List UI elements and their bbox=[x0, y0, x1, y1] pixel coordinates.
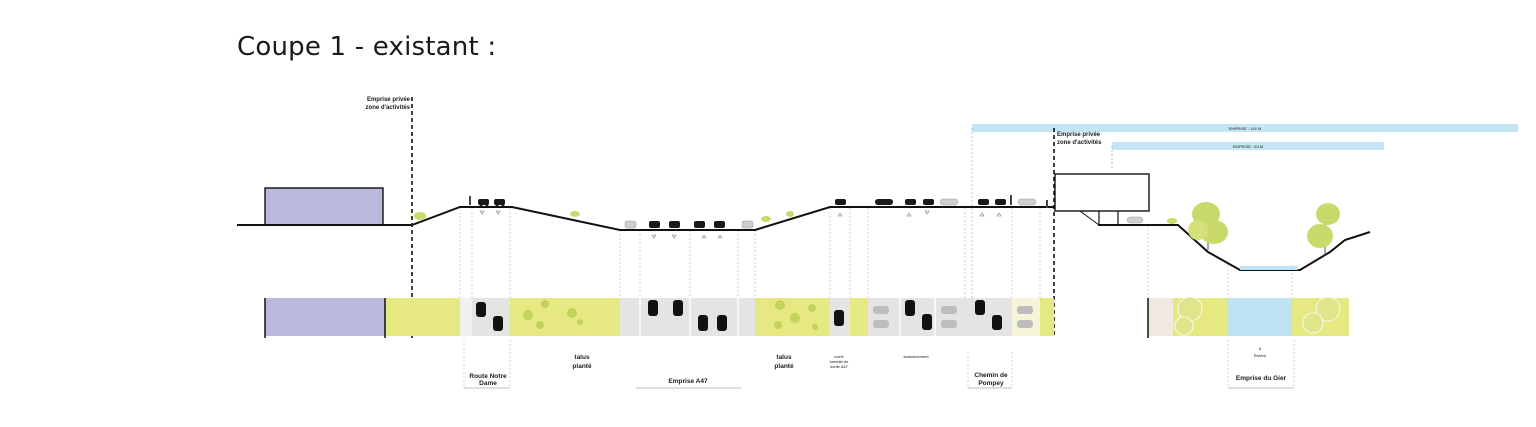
shrub-icon bbox=[414, 212, 426, 220]
car-top-icon bbox=[493, 316, 503, 331]
section-markers bbox=[479, 210, 1002, 239]
car-top-icon bbox=[975, 300, 985, 315]
car-icon bbox=[875, 199, 893, 205]
car-icon bbox=[669, 221, 680, 228]
shrub-icon bbox=[786, 211, 794, 217]
talus-1-label-2: planté bbox=[572, 363, 592, 370]
plan-cars bbox=[476, 300, 1002, 331]
car-top-icon bbox=[834, 310, 844, 326]
property-limit-left: Emprise privée zone d'activités bbox=[366, 97, 413, 338]
plan-sidewalk bbox=[460, 298, 472, 336]
car-icon bbox=[494, 199, 505, 207]
section-vehicles-parked bbox=[624, 198, 1144, 229]
car-top-icon bbox=[648, 300, 658, 316]
page-title: Coupe 1 - existant : bbox=[237, 32, 497, 62]
car-icon bbox=[714, 221, 725, 228]
car-icon bbox=[741, 220, 754, 229]
voirie-label-3: sortie A47 bbox=[830, 364, 849, 369]
pedestrian-icon bbox=[469, 196, 471, 205]
bottom-labels: Route Notre Dame talus planté Emprise A4… bbox=[463, 340, 1295, 389]
car-top-icon bbox=[717, 315, 727, 331]
section-trees bbox=[1188, 202, 1340, 255]
plan-chemin-pompey bbox=[965, 298, 1012, 336]
pedestrian-icon bbox=[1010, 195, 1012, 205]
plan-strip bbox=[264, 296, 1349, 338]
car-icon bbox=[905, 199, 916, 205]
emprise-privee-1-line2: zone d'activités bbox=[366, 105, 411, 111]
plan-vegetation bbox=[523, 300, 818, 330]
emprise-privee-2-line2: zone d'activités bbox=[1057, 140, 1102, 146]
car-icon bbox=[939, 198, 959, 206]
voirie-label-2: bretelle de bbox=[830, 359, 849, 364]
car-icon bbox=[624, 220, 637, 229]
car-icon bbox=[1126, 216, 1144, 224]
emprise-privee-2-line1: Emprise privée bbox=[1057, 132, 1101, 138]
property-limit-right: Emprise privée zone d'activités bbox=[1053, 128, 1102, 338]
pedestrian-icon bbox=[1046, 200, 1048, 208]
plan-river bbox=[1228, 298, 1292, 336]
talus-2-label-1: talus bbox=[776, 354, 792, 361]
shrub-icon bbox=[1167, 218, 1177, 224]
talus-1-label-1: talus bbox=[574, 354, 590, 361]
talus-2-label-2: planté bbox=[774, 363, 794, 370]
car-icon bbox=[835, 199, 846, 205]
car-icon bbox=[1017, 198, 1037, 206]
pedestrian-icons bbox=[469, 195, 1048, 208]
emprise-a47-label: Emprise A47 bbox=[668, 378, 708, 385]
emprise-gier-label: Emprise du Gier bbox=[1236, 375, 1287, 382]
car-icon bbox=[995, 199, 1006, 205]
emprise-bar-2-label: EMPRISE : 63 M bbox=[1233, 144, 1263, 149]
car-top-icon bbox=[1017, 320, 1033, 328]
chemin-pompey-label-1: Chemin de bbox=[974, 372, 1008, 379]
plan-bank-1 bbox=[1148, 298, 1173, 336]
emprise-band-2: EMPRISE : 63 M bbox=[1111, 142, 1384, 170]
chemin-pompey-label-2: Pompey bbox=[978, 380, 1004, 387]
shrub-icon bbox=[570, 211, 580, 217]
car-top-icon bbox=[673, 300, 683, 316]
car-icon bbox=[478, 199, 489, 207]
riviere-code: 8 bbox=[1259, 346, 1262, 351]
section-shrubs bbox=[414, 211, 1177, 224]
emprise-band-1: EMPRISE : 144 M bbox=[971, 124, 1518, 300]
car-icon bbox=[978, 199, 989, 205]
building-right-section bbox=[1054, 173, 1150, 226]
car-icon bbox=[694, 221, 705, 228]
car-top-icon bbox=[1017, 306, 1033, 314]
car-top-icon bbox=[476, 302, 486, 317]
plan-tree-canopies bbox=[1174, 296, 1341, 336]
car-top-icon bbox=[873, 306, 889, 314]
building-left-section bbox=[264, 187, 384, 226]
shrub-icon bbox=[761, 216, 771, 222]
plan-planted-3 bbox=[1040, 298, 1054, 336]
emprise-bar-1-label: EMPRISE : 144 M bbox=[1229, 126, 1261, 131]
plan-parking-2 bbox=[1012, 298, 1040, 336]
car-icon bbox=[649, 221, 660, 228]
plan-stationnement bbox=[868, 298, 965, 336]
car-top-icon bbox=[698, 315, 708, 331]
route-notre-dame-label-1: Route Notre bbox=[469, 373, 507, 380]
plan-planted-2 bbox=[850, 298, 868, 336]
plan-building-left bbox=[265, 298, 385, 336]
section-vehicles bbox=[478, 199, 1006, 228]
route-notre-dame-label-2: Dame bbox=[479, 380, 497, 387]
stationnement-label: stationnement bbox=[903, 354, 929, 359]
voirie-label-1: voirie bbox=[834, 354, 844, 359]
river-water-section bbox=[1240, 266, 1298, 270]
emprise-privee-1-line1: Emprise privée bbox=[367, 97, 411, 103]
car-top-icon bbox=[941, 306, 957, 314]
ground-profile-left bbox=[237, 206, 1054, 231]
car-top-icon bbox=[992, 315, 1002, 330]
car-top-icon bbox=[905, 300, 915, 316]
car-icon bbox=[923, 199, 934, 205]
plan-a47 bbox=[620, 298, 755, 336]
riviere-label: Rivière bbox=[1254, 353, 1267, 358]
car-top-icon bbox=[922, 314, 932, 330]
car-top-icon bbox=[873, 320, 889, 328]
projection-guides bbox=[459, 208, 1293, 298]
car-top-icon bbox=[941, 320, 957, 328]
plan-planted-1 bbox=[385, 298, 460, 336]
plan-parked-cars bbox=[873, 306, 1033, 328]
